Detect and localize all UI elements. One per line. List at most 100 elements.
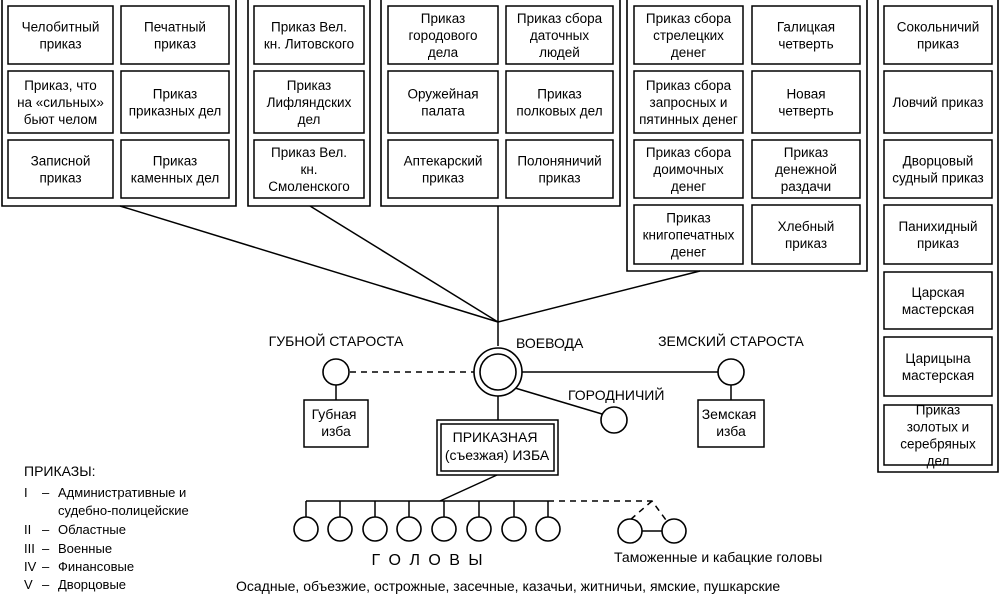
prikaz-name-line: мастерская xyxy=(902,302,974,317)
prikaz-name-line: полковых дел xyxy=(516,104,602,119)
golova-node-6 xyxy=(466,516,492,542)
prikaz-name-line: Приказ сбора xyxy=(646,78,732,93)
prikaz-name-line: серебряных xyxy=(900,437,976,452)
tamozhennye-roof-left xyxy=(629,500,653,521)
prikaz-name-line: Приказ сбора xyxy=(646,145,732,160)
prikaz-name-line: кн. Литовского xyxy=(264,37,354,52)
prikaz-name-line: Царская xyxy=(911,285,964,300)
prikaz-name-line: Лифляндских xyxy=(267,95,352,110)
gubnoy-starosta-node xyxy=(322,358,350,386)
prikaz-name-line: Приказ Вел. xyxy=(271,145,347,160)
prikaz-name-line: Приказ сбора xyxy=(517,11,603,26)
zemskaya-izba-line-1: Земская xyxy=(702,406,757,422)
izba-golovy-link xyxy=(439,474,498,502)
prikaz-box-frame xyxy=(883,5,993,65)
prikaz-box-frame xyxy=(253,5,365,65)
prikaz-name-line: приказ xyxy=(917,37,959,52)
prikaz-box-g5-3: Дворцовый судный приказ xyxy=(883,139,993,199)
group-1-bracket xyxy=(1,0,237,207)
prikaz-name-line: Галицкая xyxy=(777,20,835,35)
prikaz-box-frame xyxy=(751,70,861,134)
legend-text-1-line-1: Административные и xyxy=(58,485,186,500)
prikaz-name-line: Сокольничий xyxy=(897,20,980,35)
prikaz-name: Царская мастерская xyxy=(902,285,974,317)
prikaz-name-line: пятинных денег xyxy=(639,112,738,127)
voevoda-gorodnichiy-link xyxy=(514,387,603,415)
prikaz-box-g5-1: Сокольничий приказ xyxy=(883,5,993,65)
legend-dash-2: – xyxy=(42,522,50,537)
prikaznaya-izba-inner xyxy=(440,423,555,472)
prikaz-name-line: Дворцовый xyxy=(903,154,974,169)
legend-dash-1: – xyxy=(42,485,50,500)
connector-g1 xyxy=(119,205,499,323)
gubnaya-izba-line-2: изба xyxy=(321,423,351,439)
prikaz-name: Челобитный приказ xyxy=(22,20,100,52)
tamozhennaya-golova-node-1 xyxy=(617,518,643,544)
golova-node-4 xyxy=(396,516,422,542)
prikaz-box-g1-1: Челобитный приказ xyxy=(7,5,114,65)
legend: ПРИКАЗЫ: I – Административные и судебно-… xyxy=(24,463,189,592)
prikaz-name-line: бьют челом xyxy=(24,112,97,127)
prikaz-name-line: приказ xyxy=(785,236,827,251)
legend-num-3: III xyxy=(24,541,35,556)
prikaz-name-line: Приказ xyxy=(916,403,961,418)
prikaz-name-line: приказ xyxy=(538,171,580,186)
zemskaya-izba-line-2: изба xyxy=(716,423,746,439)
legend-text-2: Областные xyxy=(58,522,126,537)
prikaz-name-line: людей xyxy=(539,45,580,60)
zemsky-starosta-node xyxy=(717,358,745,386)
prikaz-name-line: Приказ xyxy=(153,154,198,169)
voevoda-node-inner xyxy=(479,353,517,391)
prikaz-name-line: четверть xyxy=(778,104,833,119)
prikaz-box-frame xyxy=(120,5,230,65)
prikaz-name: Приказ Вел.кн. Литовского xyxy=(264,20,354,52)
prikaz-name-line: даточных xyxy=(530,28,590,43)
prikaz-box-frame xyxy=(387,5,499,65)
prikaznaya-izba-line-1: ПРИКАЗНАЯ xyxy=(453,429,538,445)
prikaz-name-line: Новая xyxy=(786,87,825,102)
gubnoy-starosta-label: ГУБНОЙ СТАРОСТА xyxy=(269,332,404,349)
prikaz-box-frame xyxy=(7,70,114,134)
prikaz-name-line: приказ xyxy=(39,171,81,186)
gubnaya-izba-box xyxy=(303,399,369,448)
prikaz-name-line: Царицына xyxy=(905,351,971,366)
zemsky-starosta-label: ЗЕМСКИЙ СТАРОСТА xyxy=(658,332,804,349)
prikaz-name-line: приказ xyxy=(39,37,81,52)
golovy-types-label: Осадные, объезжие, острожные, засечные, … xyxy=(236,578,780,594)
prikaz-name-line: Приказ, что xyxy=(24,78,97,93)
prikaz-name-line: судный приказ xyxy=(892,171,984,186)
prikaz-box-g5-5: Царская мастерская xyxy=(883,271,993,330)
prikaz-name-line: Челобитный xyxy=(22,20,100,35)
golovy-label: Г О Л О В Ы xyxy=(371,552,484,569)
group-2-bracket xyxy=(247,0,371,207)
prikaz-name-line: книгопечатных xyxy=(643,228,735,243)
prikaz-name-line: денежной xyxy=(775,162,837,177)
legend-dash-4: – xyxy=(42,559,50,574)
legend-num-5: V xyxy=(24,577,33,592)
prikaz-name-line: денег xyxy=(671,45,706,60)
prikaz-box-frame xyxy=(883,204,993,265)
prikaz-name-line: доимочных xyxy=(653,162,724,177)
golova-node-8 xyxy=(535,516,561,542)
prikaz-box-frame xyxy=(751,139,861,199)
legend-title: ПРИКАЗЫ: xyxy=(24,463,96,479)
legend-num-2: II xyxy=(24,522,31,537)
prikaz-box-frame xyxy=(505,139,614,199)
